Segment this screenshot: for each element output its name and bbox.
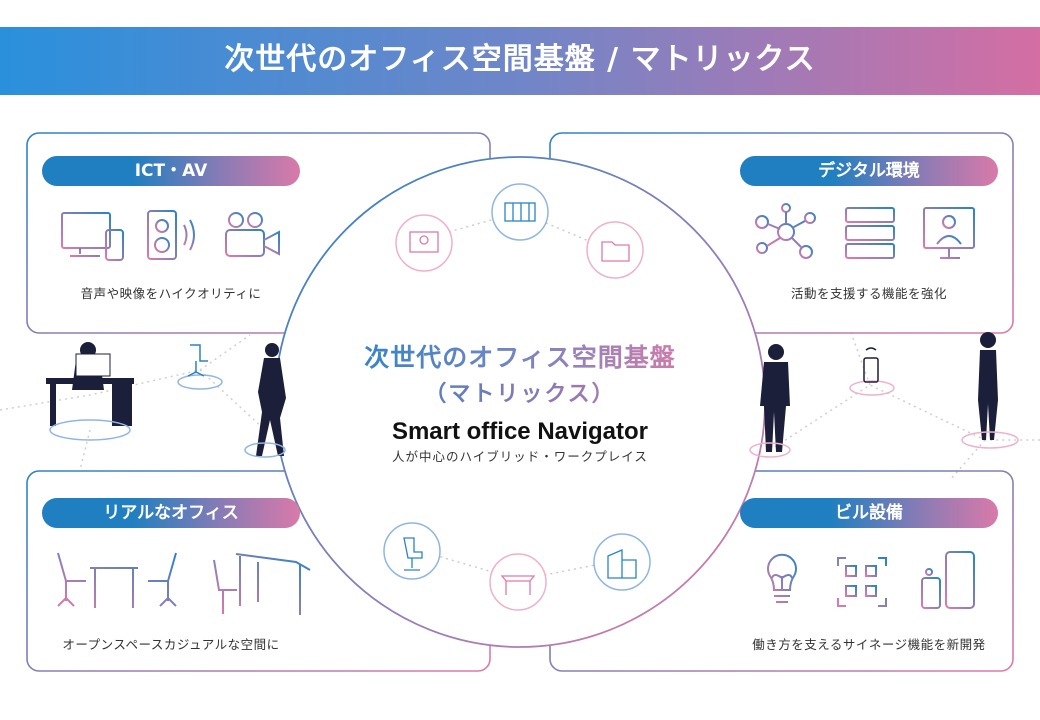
speaker-icon: [147, 210, 195, 260]
center-title: 次世代のオフィス空間基盤: [330, 338, 710, 374]
product-name: Smart office Navigator: [391, 418, 649, 445]
smart-lock-icon: [921, 551, 986, 609]
woman-with-phone-icon: [978, 332, 998, 440]
panel-label-building: ビル設備: [740, 498, 998, 528]
video-conference-icon: [923, 207, 975, 259]
phone-lock-icon: [863, 347, 879, 383]
panel-caption-digital: 活動を支援する機能を強化: [790, 286, 947, 301]
server-icon: [845, 207, 895, 259]
small-chair-icon: [187, 344, 208, 377]
center-subtitle: （マトリックス）: [330, 376, 710, 408]
panel-label-digital: デジタル環境: [740, 156, 998, 186]
panel-caption-office: オープンスペースカジュアルな空間に: [62, 637, 280, 652]
node-chair-icon: [383, 522, 441, 580]
panel-label-ict-av: ICT・AV: [42, 156, 300, 186]
page-title-banner: 次世代のオフィス空間基盤 / マトリックス: [0, 27, 1040, 95]
desk-chair-icon: [213, 553, 311, 615]
center-title-block: 次世代のオフィス空間基盤 （マトリックス） Smart office Navig…: [330, 338, 710, 465]
node-desk-icon: [489, 553, 547, 611]
panel-caption-building: 働き方を支えるサイネージ機能を新開発: [752, 637, 986, 652]
node-folder-icon: [586, 221, 644, 279]
qr-code-icon: [837, 557, 887, 607]
video-camera-icon: [225, 212, 280, 257]
monitor-phone-icon: [61, 212, 124, 261]
node-server-rack-icon: [491, 183, 549, 241]
node-video-call-icon: [395, 214, 453, 272]
walking-woman-icon: [256, 343, 286, 456]
person-at-desk-icon: [46, 342, 134, 426]
panel-caption-ict-av: 音声や映像をハイクオリティに: [80, 286, 262, 301]
network-icon: [755, 203, 816, 259]
meeting-table-icon: [57, 552, 177, 608]
panel-label-office: リアルなオフィス: [42, 498, 300, 528]
lightbulb-icon: [767, 553, 797, 603]
product-tagline: 人が中心のハイブリッド・ワークプレイス: [392, 449, 648, 464]
man-with-phone-icon: [760, 344, 790, 452]
